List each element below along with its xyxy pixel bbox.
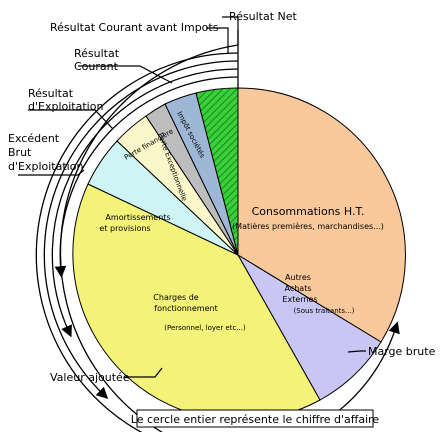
amortissements-line2: et provisions [99, 224, 150, 233]
amortissements-line1: Amortissements [105, 213, 170, 222]
segment-consommations [237, 87, 406, 343]
leader-lines [18, 16, 366, 378]
pie-chart [72, 87, 406, 421]
charges-sub: (Personnel, loyer etc...) [164, 324, 246, 332]
label-rcai: Résultat Courant avant Impots [50, 21, 219, 34]
autres-achats-line3: Externes [282, 295, 317, 304]
autres-achats-line1: Autres [285, 273, 311, 282]
label-ebe-2: Brut [8, 146, 32, 159]
label-resultat-net: Résultat Net [229, 10, 298, 23]
label-resultat-exploitation-2: d'Exploitation [28, 100, 103, 113]
autres-achats-sub: (Sous traitants...) [294, 307, 355, 315]
autres-achats-line2: Achats [284, 284, 311, 293]
label-ebe-1: Excédent [8, 132, 60, 145]
label-resultat-courant-2: Courant [74, 60, 119, 73]
charges-line2: fonctionnement [154, 304, 217, 313]
result-arcs [35, 30, 400, 432]
label-resultat-courant-1: Résultat [74, 47, 120, 60]
label-valeur-ajoutee: Valeur ajoutée [50, 371, 130, 384]
consommations-title: Consommations H.T. [252, 205, 365, 218]
caption-box [136, 409, 374, 428]
label-ebe-3: d'Exploitation [8, 160, 83, 173]
charges-line1: Charges de [153, 293, 198, 302]
consommations-sub: (Matières premières, marchandises...) [232, 221, 384, 231]
label-marge-brute: Marge brute [368, 345, 436, 358]
caption-text: Le cercle entier représente le chiffre d… [131, 413, 380, 426]
label-resultat-exploitation-1: Résultat [28, 87, 74, 100]
